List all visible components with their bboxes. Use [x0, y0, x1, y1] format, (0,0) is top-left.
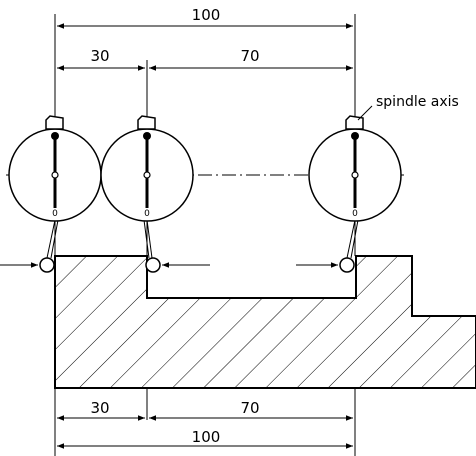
dial-indicator-1: 0: [0, 115, 102, 273]
spindle-axis-annotation: spindle axis: [357, 94, 459, 121]
extension-lines: [54, 14, 356, 456]
spindle-axis-label: spindle axis: [376, 94, 459, 110]
dial-zero-label: 0: [352, 209, 358, 219]
bottom-dim-second-label: 70: [240, 399, 259, 417]
top-dimension-30: 30: [57, 47, 145, 71]
spindle-cap: [45, 115, 64, 130]
bottom-dim-total-label: 100: [192, 428, 221, 446]
top-dimension-70: 70: [149, 47, 353, 71]
workpiece: [54, 255, 476, 389]
probe-ball: [339, 257, 355, 273]
probe-ball: [145, 257, 161, 273]
dial-indicator-3: 0: [296, 115, 402, 273]
bottom-dimension-30: 30: [57, 399, 145, 421]
probe-ball: [39, 257, 55, 273]
dial-indicator-2: 0: [100, 115, 210, 273]
top-dimension-100: 100: [57, 6, 353, 29]
dial-zero-label: 0: [144, 209, 150, 219]
top-dim-second-label: 70: [240, 47, 259, 65]
spindle-cap: [137, 115, 156, 130]
bottom-dim-first-label: 30: [90, 399, 109, 417]
bottom-dimension-100: 100: [57, 428, 353, 449]
dial-zero-label: 0: [52, 209, 58, 219]
top-dim-total-label: 100: [192, 6, 221, 24]
top-dim-first-label: 30: [90, 47, 109, 65]
bottom-dimension-70: 70: [149, 399, 353, 421]
leader-line: [357, 105, 373, 121]
